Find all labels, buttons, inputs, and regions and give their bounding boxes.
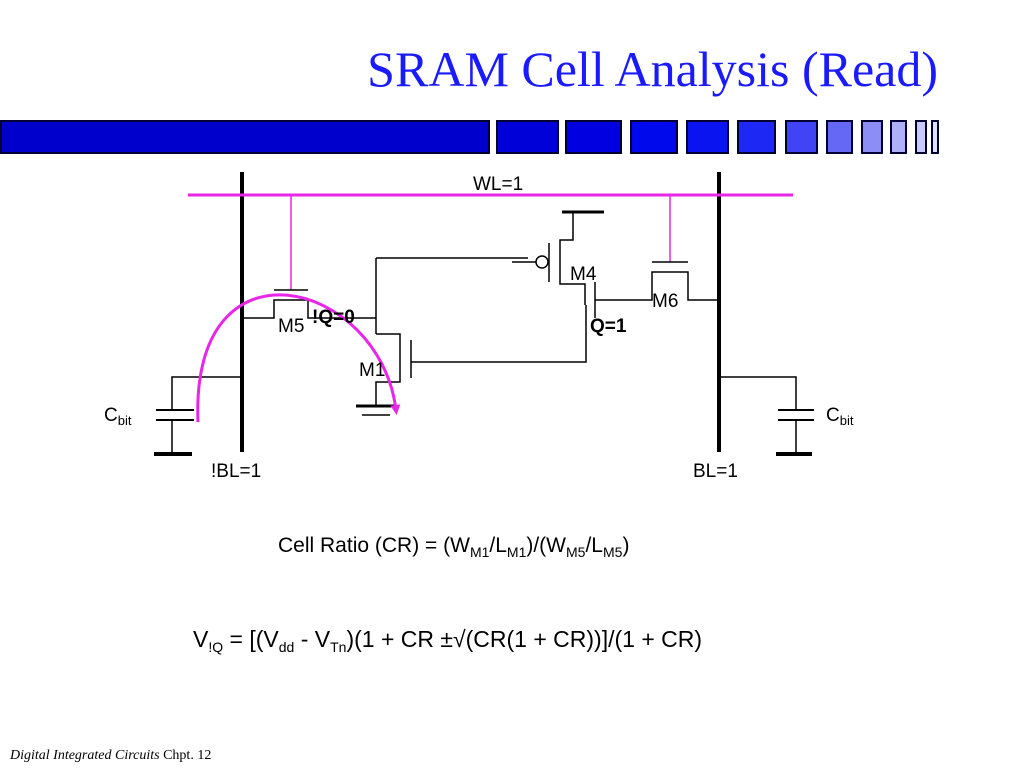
bitline-left-label: !BL=1 — [211, 461, 262, 482]
ground-symbol — [356, 404, 396, 416]
m1-label: M1 — [359, 360, 386, 381]
m4-transistor — [376, 213, 586, 305]
q-node-wire — [450, 305, 587, 363]
vq-equation: V!Q = [(Vdd - VTn)(1 + CR ±√(CR(1 + CR))… — [193, 626, 703, 655]
read-current-arrow — [196, 293, 401, 423]
bitline-right-label: BL=1 — [693, 461, 738, 482]
decorative-blue-bar — [0, 120, 939, 154]
m1-transistor — [375, 258, 450, 406]
wordline-label: WL=1 — [473, 174, 524, 195]
node-q-label: Q=1 — [590, 316, 627, 337]
cap-right-label: Cbit — [826, 405, 854, 428]
cap-left-label: Cbit — [104, 405, 132, 428]
cell-ratio-equation: Cell Ratio (CR) = (WM1/LM1)/(WM5/LM5) — [278, 534, 630, 560]
m4-label: M4 — [570, 264, 597, 285]
m6-label: M6 — [652, 291, 679, 312]
m5-label: M5 — [278, 316, 305, 337]
footer-chapter: Chpt. 12 — [163, 748, 212, 763]
slide-title: SRAM Cell Analysis (Read) — [367, 41, 938, 97]
footer-book-title: Digital Integrated Circuits — [10, 748, 160, 763]
cap-left — [154, 376, 242, 456]
slide-footer: Digital Integrated Circuits Chpt. 12 — [10, 748, 211, 764]
cap-right — [719, 376, 814, 456]
m5-transistor — [242, 289, 376, 319]
node-qbar-label: !Q=0 — [312, 307, 355, 328]
m6-transistor — [594, 261, 719, 318]
